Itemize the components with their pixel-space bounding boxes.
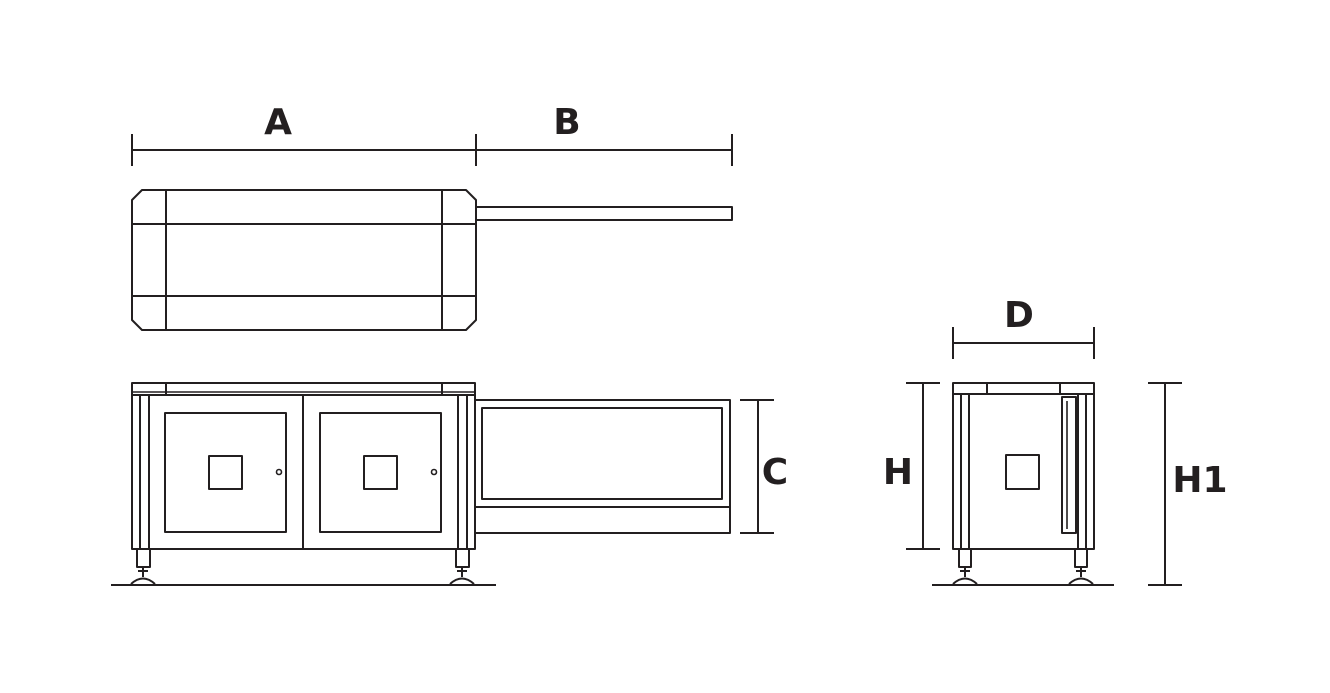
side-view bbox=[932, 382, 1114, 586]
side-window bbox=[1005, 454, 1040, 490]
dimension-a: A bbox=[131, 102, 477, 166]
door-window bbox=[208, 455, 243, 490]
dimension-d: D bbox=[952, 295, 1095, 359]
dimension-h1: H1 bbox=[1148, 382, 1228, 586]
front-view bbox=[111, 382, 731, 586]
extended-shelf-top bbox=[475, 206, 733, 221]
dimension-label-c: C bbox=[762, 452, 788, 493]
left-door bbox=[164, 412, 287, 533]
door-edge bbox=[1061, 396, 1077, 534]
adjustable-foot bbox=[952, 548, 978, 585]
door-window bbox=[363, 455, 398, 490]
dimension-h: H bbox=[883, 382, 940, 550]
extended-shelf-front bbox=[474, 399, 731, 534]
dimension-label-h: H bbox=[883, 452, 913, 493]
adjustable-foot bbox=[1068, 548, 1094, 585]
right-door bbox=[319, 412, 442, 533]
dimension-label-a: A bbox=[264, 102, 292, 143]
door-knob bbox=[275, 468, 283, 476]
dimension-b: B bbox=[476, 102, 733, 166]
dimension-label-b: B bbox=[553, 102, 580, 143]
dimension-c: C bbox=[740, 399, 788, 534]
door-knob bbox=[430, 468, 438, 476]
adjustable-foot bbox=[449, 548, 475, 585]
adjustable-foot bbox=[130, 548, 156, 585]
dimension-label-d: D bbox=[1004, 295, 1034, 336]
top-view bbox=[131, 189, 733, 331]
dimension-label-h1: H1 bbox=[1172, 460, 1227, 501]
